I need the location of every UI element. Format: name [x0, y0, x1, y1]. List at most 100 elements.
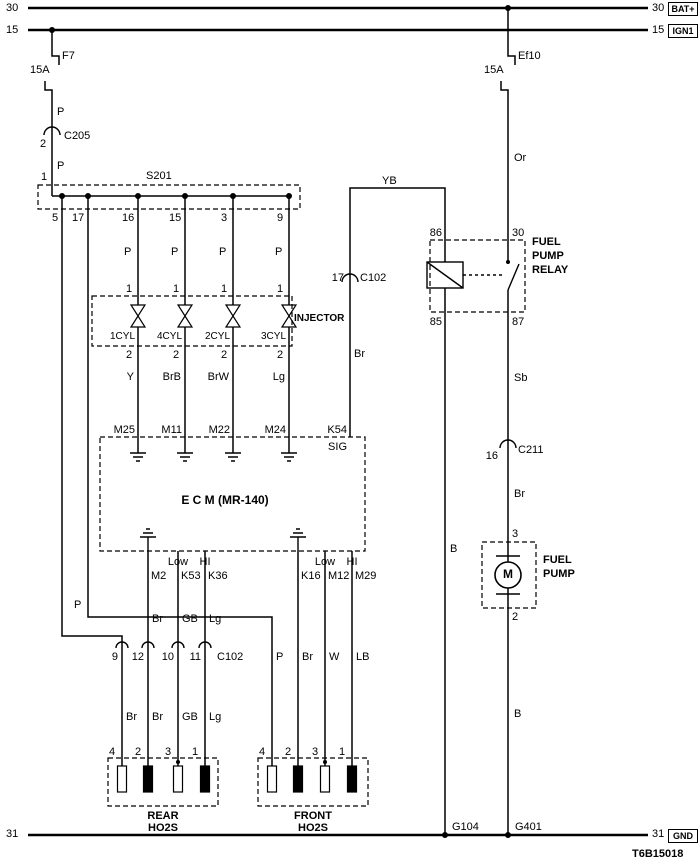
wire-color-label: P [219, 246, 227, 258]
front-ho2s-signal-wires [297, 551, 353, 766]
s201-box [37, 184, 301, 210]
front-ho2s-name: FRONT [294, 810, 332, 822]
ecm-pin-label: M2 [151, 570, 167, 582]
c102-sig-name: C102 [360, 272, 387, 284]
ground-symbol [281, 452, 297, 462]
wire-color-label: B [450, 543, 458, 555]
rear-ho2s-box [107, 757, 219, 807]
ecm-pin-label: K53 [181, 570, 201, 582]
ground-symbol [130, 452, 146, 462]
injector-group-label: INJECTOR [294, 313, 345, 324]
pump-pin-label: 3 [512, 528, 519, 540]
cylinder-label: 4CYL [156, 331, 182, 342]
wire-color-label: Br [302, 651, 313, 663]
c102-name: C102 [217, 651, 244, 663]
rear-ho2s-name: REAR [147, 810, 179, 822]
ecm-hi-label: HI [199, 556, 211, 568]
document-number: T6B15018 [632, 848, 684, 860]
wire-color-label: YB [382, 175, 397, 187]
junction-dot [85, 193, 91, 199]
ground-symbol [140, 528, 156, 551]
cylinder-label: 2CYL [204, 331, 230, 342]
injector-pin-label: 2 [173, 349, 180, 361]
bat-terminal-box: BAT+ [668, 2, 698, 16]
ecm-pin-label: M11 [161, 424, 182, 436]
ecm-low-label: Low [314, 556, 336, 568]
junction-dot [49, 27, 55, 33]
front-sensor-element [346, 765, 358, 793]
bat-line-label-right: 30 [652, 2, 665, 14]
front-cell-element [319, 765, 331, 793]
wire-color-label: BrW [207, 371, 229, 383]
ign-terminal-box: IGN1 [668, 24, 698, 38]
pump-motor-label: M [503, 567, 513, 581]
relay-pin-label: 30 [512, 227, 525, 239]
rear-sensor-element [199, 765, 211, 793]
wire-color-label: GB [182, 711, 198, 723]
relay-switch-arm [507, 263, 520, 291]
ign-line-label-right: 15 [652, 24, 665, 36]
junction-dots [49, 5, 511, 838]
ho2s-pin-label: 3 [165, 746, 172, 758]
ho2s-pin-label: 1 [339, 746, 346, 758]
wire-color-label: P [171, 246, 179, 258]
c205-pin-label: 2 [40, 138, 47, 150]
relay-control-wire [349, 187, 446, 437]
wire-color-label: B [514, 708, 522, 720]
fuse-f7-symbol [44, 50, 60, 96]
injector-4cyl-symbol [176, 304, 194, 328]
ign-line-label-left: 15 [6, 24, 19, 36]
wire-color-label: Br [152, 711, 163, 723]
injector-pin-label: 1 [126, 283, 133, 295]
c102-ho2s-connector-symbols [115, 641, 212, 649]
junction-dot [59, 193, 65, 199]
cylinder-label: 3CYL [260, 331, 286, 342]
ecm-box [99, 436, 366, 552]
relay-contact-dot [506, 260, 510, 264]
wire-color-label: Y [126, 371, 134, 383]
g104-junction-dot [442, 832, 448, 838]
rear-ho2s-name: HO2S [148, 822, 178, 834]
wire-color-label: Br [354, 348, 365, 360]
ground-symbol [225, 452, 241, 462]
injector-pin-label: 1 [221, 283, 228, 295]
wire-color-label: Br [514, 488, 525, 500]
relay-internals [426, 260, 520, 291]
fuel-pump-relay-box [429, 239, 526, 313]
s201-name: S201 [146, 170, 172, 182]
ecm-sig-label: SIG [328, 441, 347, 453]
rear-heater-element [116, 765, 128, 793]
wire-color-label: P [275, 246, 283, 258]
injector-1cyl-symbol [129, 304, 147, 328]
c205-connector-symbol [43, 126, 61, 136]
pump-pin-label: 2 [512, 611, 519, 623]
front-cell-dot [323, 760, 327, 764]
wire-color-label: Or [514, 152, 527, 164]
c102-pin-label: 10 [161, 651, 174, 663]
ground-symbol [290, 528, 306, 551]
c211-pin-label: 16 [485, 450, 498, 462]
c102-pin-label: 11 [189, 651, 201, 663]
gnd-line-label-left: 31 [6, 828, 19, 840]
c102-sig-pin-label: 17 [331, 272, 344, 284]
wire-color-label: Sb [514, 372, 528, 384]
front-heater-element [266, 765, 278, 793]
junction-dot [135, 193, 141, 199]
fuel-pump-box [481, 541, 537, 609]
wire-color-label: Br [152, 613, 163, 625]
c102-sig-connector-symbol [341, 273, 359, 283]
relay-pin-label: 85 [429, 316, 442, 328]
ho2s-elements [116, 760, 358, 793]
injector-pin-label: 2 [221, 349, 228, 361]
ground-symbol [177, 452, 193, 462]
wire-color-label: Lg [209, 711, 222, 723]
relay-pin-label: 86 [429, 227, 442, 239]
wire-color-label: Lg [272, 371, 285, 383]
gnd-terminal-box: GND [668, 829, 698, 843]
c102-pin-label: 12 [131, 651, 144, 663]
injector-valve-symbols [129, 304, 298, 328]
junction-dot [286, 193, 292, 199]
wire-color-label: LB [356, 651, 370, 663]
cylinder-label: 1CYL [109, 331, 135, 342]
